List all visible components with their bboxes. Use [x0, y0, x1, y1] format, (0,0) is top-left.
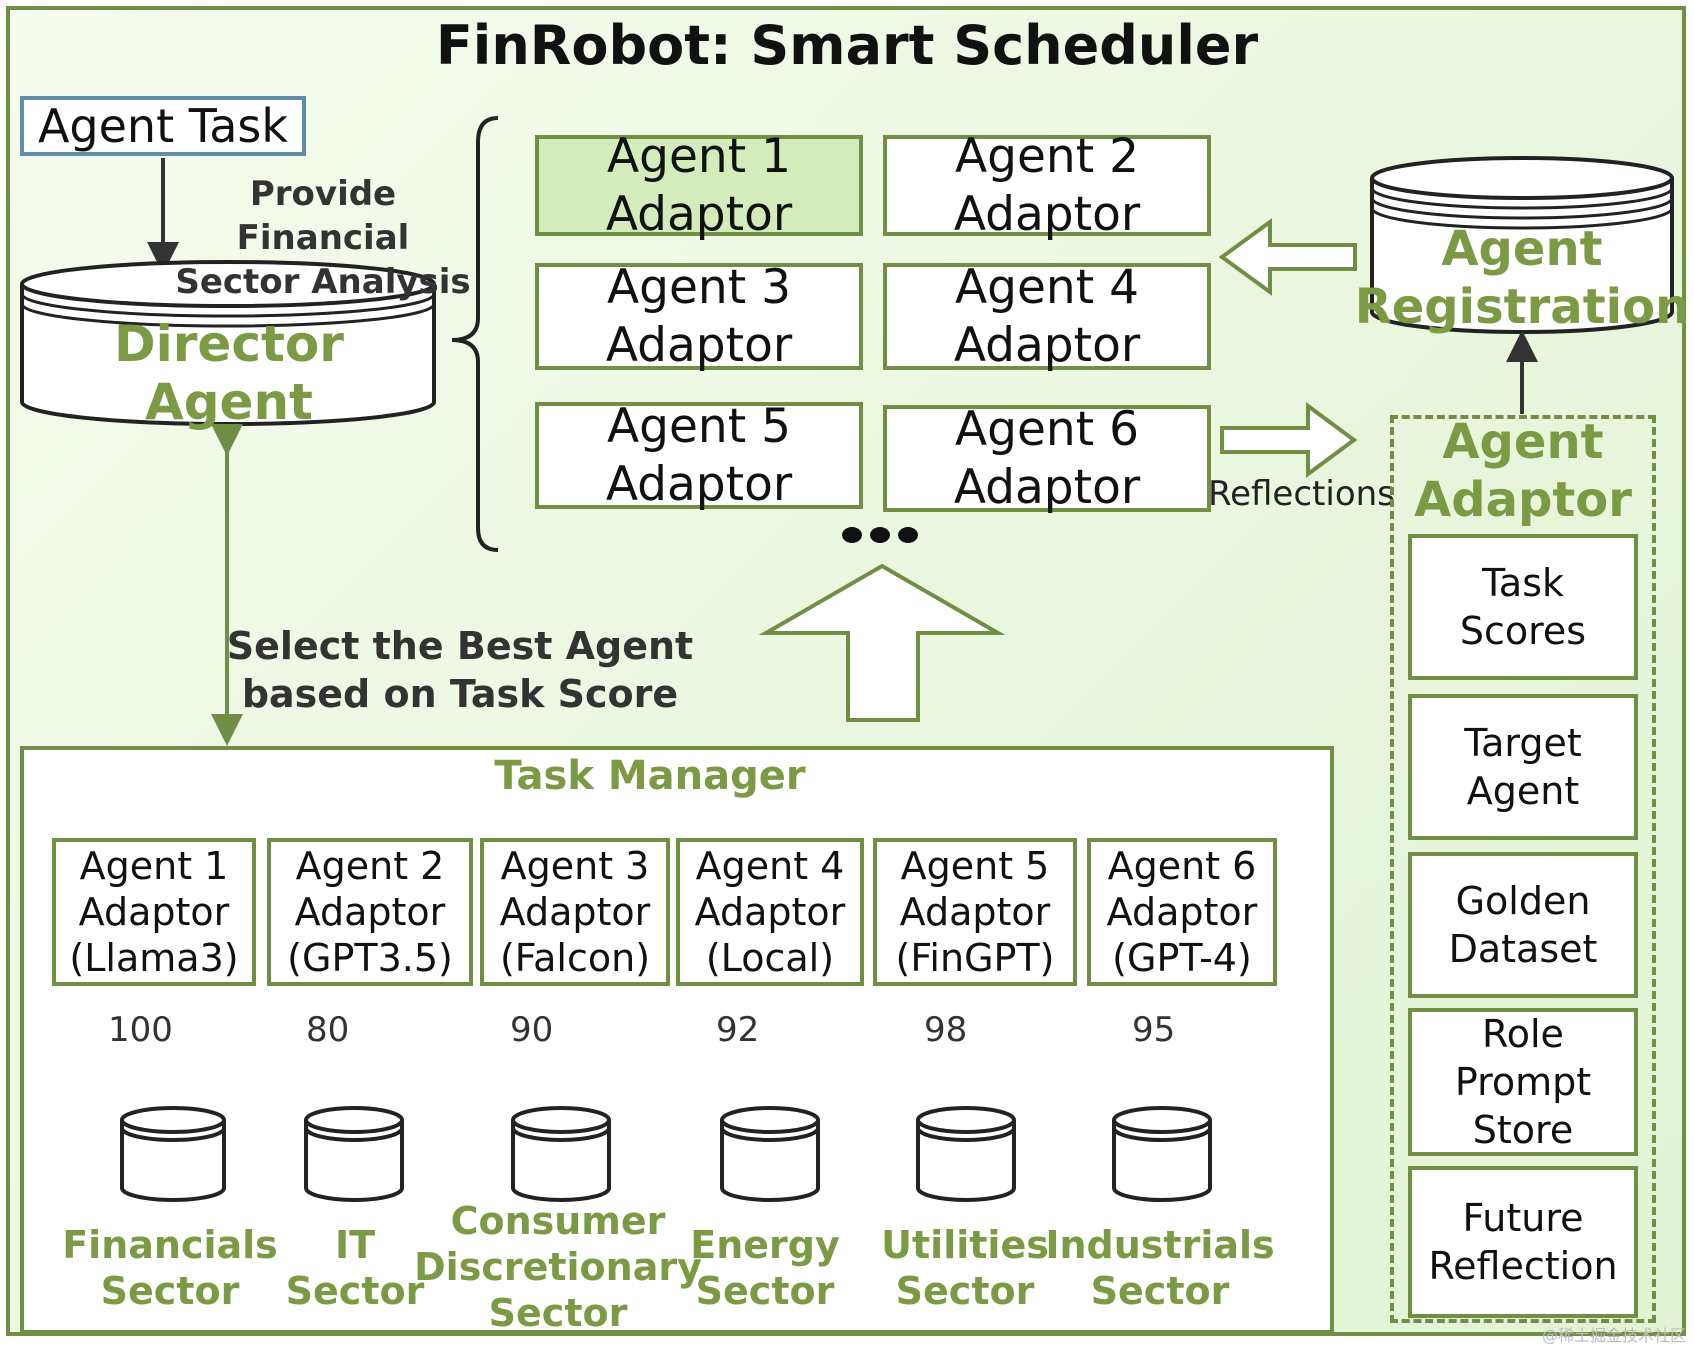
future-reflection-box: Future Reflection — [1408, 1166, 1638, 1318]
energy-sector-cylinder — [720, 1106, 820, 1202]
agent-2-adaptor-box: Agent 2 Adaptor — [883, 129, 1211, 242]
score-gpt35: 80 — [306, 1010, 350, 1050]
target-agent-box: Target Agent — [1408, 694, 1638, 840]
financials-sector-cylinder — [120, 1106, 226, 1202]
role-prompt-store-box: Role Prompt Store — [1408, 1008, 1638, 1156]
agent-registration-label: Agent Registration — [1354, 221, 1690, 335]
agent-registration-cylinder — [1370, 156, 1674, 334]
sector-label-energy: Energy Sector — [690, 1223, 840, 1313]
sector-label-industrials: Industrials Sector — [1045, 1223, 1275, 1313]
it-sector-cylinder — [304, 1106, 404, 1202]
sector-label-financials: Financials Sector — [62, 1223, 278, 1313]
sector-label-consumer-discretionary: Consumer Discretionary Sector — [414, 1199, 702, 1335]
agent-4-adaptor-box: Agent 4 Adaptor — [883, 260, 1211, 373]
agent-6-adaptor-box: Agent 6 Adaptor — [883, 402, 1211, 515]
tm-adaptor-falcon: Agent 3 Adaptor (Falcon) — [480, 838, 670, 986]
watermark: @稀土掘金技术社区 — [1541, 1326, 1686, 1345]
tm-adaptor-gpt4: Agent 6 Adaptor (GPT-4) — [1087, 838, 1277, 986]
industrials-sector-cylinder — [1112, 1106, 1212, 1202]
golden-dataset-box: Golden Dataset — [1408, 852, 1638, 998]
score-local: 92 — [716, 1010, 760, 1050]
task-manager-title: Task Manager — [494, 753, 806, 799]
registration-to-adaptors-arrow — [1218, 218, 1357, 296]
score-fingpt: 98 — [924, 1010, 968, 1050]
adaptor-group-brace — [451, 116, 499, 552]
score-gpt4: 95 — [1132, 1010, 1176, 1050]
agent-5-adaptor-box: Agent 5 Adaptor — [535, 399, 863, 512]
tm-adaptor-gpt35: Agent 2 Adaptor (GPT3.5) — [267, 838, 473, 986]
agent-1-adaptor-box: Agent 1 Adaptor — [535, 129, 863, 242]
provide-analysis-label: Provide Financial Sector Analysis — [175, 174, 471, 302]
agent-3-adaptor-box: Agent 3 Adaptor — [535, 260, 863, 373]
diagram-title: FinRobot: Smart Scheduler — [435, 13, 1259, 77]
director-agent-cylinder — [20, 260, 436, 426]
utilities-sector-cylinder — [916, 1106, 1016, 1202]
reflections-label: Reflections — [1208, 474, 1395, 514]
tm-adaptor-fingpt: Agent 5 Adaptor (FinGPT) — [873, 838, 1077, 986]
score-falcon: 90 — [510, 1010, 554, 1050]
task-manager-up-arrow — [758, 563, 1006, 722]
task-scores-box: Task Scores — [1408, 534, 1638, 680]
consumer-discretionary-sector-cylinder — [511, 1106, 611, 1202]
sector-label-it: IT Sector — [285, 1223, 425, 1313]
agent-adaptor-title: Agent Adaptor — [1414, 414, 1632, 528]
reflections-arrow — [1220, 402, 1358, 478]
select-best-agent-label: Select the Best Agent based on Task Scor… — [226, 624, 694, 716]
agent-adaptor-panel — [1390, 415, 1656, 1323]
sector-label-utilities: Utilities Sector — [881, 1223, 1049, 1313]
grid-ellipsis-dots — [842, 527, 918, 543]
tm-adaptor-local: Agent 4 Adaptor (Local) — [676, 838, 864, 986]
tm-adaptor-llama3: Agent 1 Adaptor (Llama3) — [52, 838, 256, 986]
score-llama3: 100 — [108, 1010, 173, 1050]
agent-task-box: Agent Task — [20, 96, 306, 156]
